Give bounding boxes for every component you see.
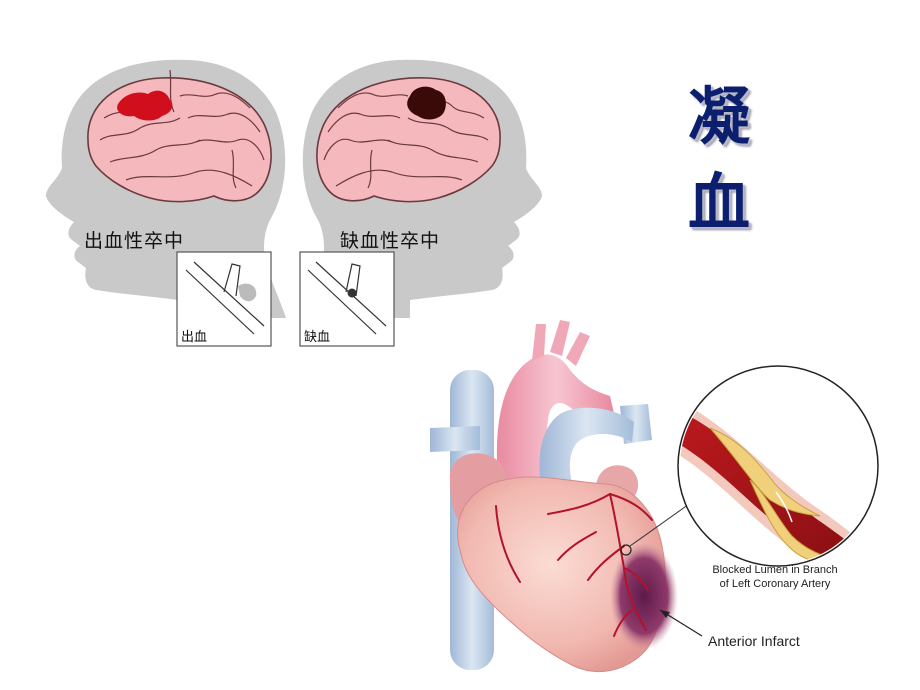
inset-ischemia-label: 缺血	[304, 330, 331, 345]
inset-hemorrhage	[176, 251, 272, 347]
title-char-blood: 血	[688, 166, 751, 239]
inset-ischemia	[299, 251, 395, 347]
callout-leader-line	[629, 501, 693, 547]
blocked-lumen-caption: Blocked Lumen in Branch of Left Coronary…	[700, 563, 850, 591]
infarct-area	[610, 542, 678, 650]
pulmonary-artery	[539, 407, 634, 498]
hemorrhagic-stroke-label: 出血性卒中	[84, 230, 185, 252]
hemorrhage-lesion	[117, 90, 173, 121]
brain-right	[316, 77, 501, 203]
blocked-lumen-line2: of Left Coronary Artery	[719, 578, 831, 590]
blockage-marker	[620, 544, 632, 556]
inset-hemorrhage-label: 出血	[181, 330, 208, 345]
blocked-lumen-line1: Blocked Lumen in Branch	[712, 564, 838, 576]
aorta	[496, 354, 616, 498]
ischemia-lesion	[407, 86, 446, 120]
brain-left	[87, 69, 272, 203]
pulmonary-vein-left	[430, 426, 480, 452]
stroke-illustration	[46, 59, 542, 347]
title-char-coagulate: 凝	[688, 80, 751, 153]
coronary-arteries	[495, 493, 653, 637]
ischemic-stroke-label: 缺血性卒中	[340, 230, 441, 252]
heart-illustration	[430, 320, 879, 672]
anterior-infarct-label: Anterior Infarct	[708, 633, 800, 649]
